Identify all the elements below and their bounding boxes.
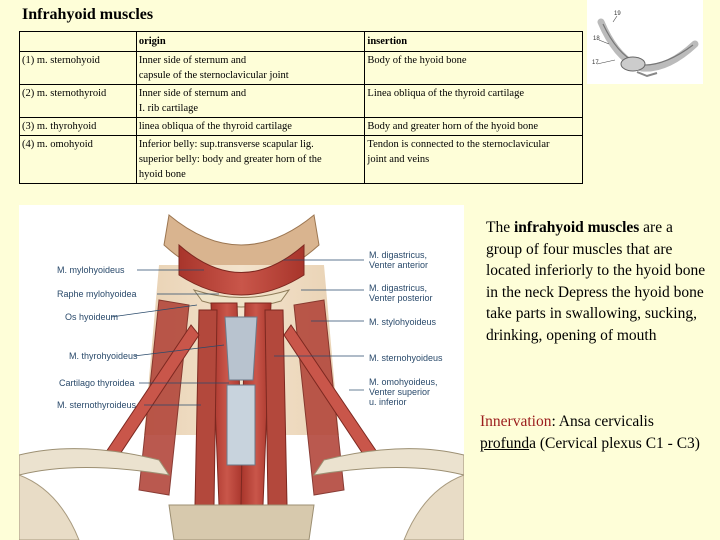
muscle-origin: Inner side of sternum and capsule of the …	[135, 51, 366, 85]
label-raphe-mylohyoidea: Raphe mylohyoidea	[57, 289, 137, 299]
label-cartilago-thyroidea: Cartilago thyroidea	[59, 378, 135, 388]
muscle-insertion: Tendon is connected to the sternoclavicu…	[364, 135, 583, 184]
label-mylohyoideus: M. mylohyoideus	[57, 265, 125, 275]
insertion-line: Body of the hyoid bone	[367, 55, 467, 66]
muscle-insertion: Body and greater horn of the hyoid bone	[364, 117, 583, 136]
neck-muscles-drawing	[19, 214, 464, 540]
origin-line: hyoid bone	[138, 169, 186, 180]
neck-anatomy-illustration: M. mylohyoideus Raphe mylohyoidea Os hyo…	[19, 205, 464, 540]
figure-label-18: 18	[593, 36, 600, 42]
slide-title: Infrahyoid muscles	[22, 6, 154, 23]
figure-label-19: 19	[614, 11, 621, 17]
description-lead: The	[486, 219, 514, 236]
insertion-line: Body and greater horn of the hyoid bone	[367, 121, 538, 132]
header-insertion: insertion	[364, 31, 583, 52]
origin-line: Inner side of sternum and	[138, 55, 247, 66]
table-header-row: origin insertion	[19, 31, 583, 52]
origin-line: superior belly: body and greater horn of…	[138, 154, 322, 165]
muscle-name: (2) m. sternothyroid	[19, 84, 137, 118]
insertion-line: Tendon is connected to the sternoclavicu…	[367, 139, 550, 150]
figure-label-17: 17	[592, 60, 599, 66]
description-text: The infrahyoid muscles are a group of fo…	[486, 217, 711, 347]
label-sternohyoideus: M. sternohyoideus	[369, 353, 443, 363]
innervation-colon: : Ansa cervicalis	[551, 413, 654, 430]
muscle-name: (1) m. sternohyoid	[19, 51, 137, 85]
insertion-line: Linea obliqua of the thyroid cartilage	[367, 88, 524, 99]
origin-line: capsule of the sternoclavicular joint	[138, 70, 289, 81]
hyoid-bone-drawing	[596, 15, 699, 78]
header-muscle	[19, 31, 137, 52]
muscle-origin: Inner side of sternum and I. rib cartilag…	[135, 84, 366, 118]
origin-line: linea obliqua of the thyroid cartilage	[138, 121, 292, 132]
label-sternothyroideus: M. sternothyroideus	[57, 400, 137, 410]
label-digastricus-posterior: M. digastricus, Venter posterior	[369, 283, 433, 303]
insertion-line: joint and veins	[367, 154, 430, 165]
innervation-term: Innervation	[480, 413, 552, 430]
description-rest: are a group of four muscles that are loc…	[486, 219, 706, 344]
label-thyrohyoideus: M. thyrohyoideus	[69, 351, 138, 361]
muscle-insertion: Linea obliqua of the thyroid cartilage	[364, 84, 583, 118]
label-digastricus-anterior: M. digastricus, Venter anterior	[369, 250, 429, 270]
label-stylohyoideus: M. stylohyoideus	[369, 317, 437, 327]
innervation-text: Innervation: Ansa cervicalis profunda (C…	[480, 411, 712, 454]
muscle-origin: Inferior belly: sup.transverse scapular …	[135, 135, 366, 184]
header-origin: origin	[135, 31, 366, 52]
innervation-underlined: profund	[480, 434, 530, 452]
muscle-origin: linea obliqua of the thyroid cartilage	[135, 117, 366, 136]
label-omohyoideus: M. omohyoideus, Venter superior u. infer…	[369, 377, 438, 407]
label-os-hyoideum: Os hyoideum	[65, 312, 119, 322]
muscle-name: (3) m. thyrohyoid	[19, 117, 137, 136]
innervation-rest: a (Cervical plexus C1 - C3)	[529, 434, 700, 452]
muscle-insertion: Body of the hyoid bone	[364, 51, 583, 85]
description-bold-term: infrahyoid muscles	[513, 219, 640, 236]
origin-line: Inner side of sternum and	[138, 88, 247, 99]
origin-line: Inferior belly: sup.transverse scapular …	[138, 139, 314, 150]
hyoid-bone-figure: 19 18 17	[587, 0, 703, 84]
origin-line: I. rib cartilage	[138, 103, 199, 114]
muscle-name: (4) m. omohyoid	[19, 135, 137, 184]
